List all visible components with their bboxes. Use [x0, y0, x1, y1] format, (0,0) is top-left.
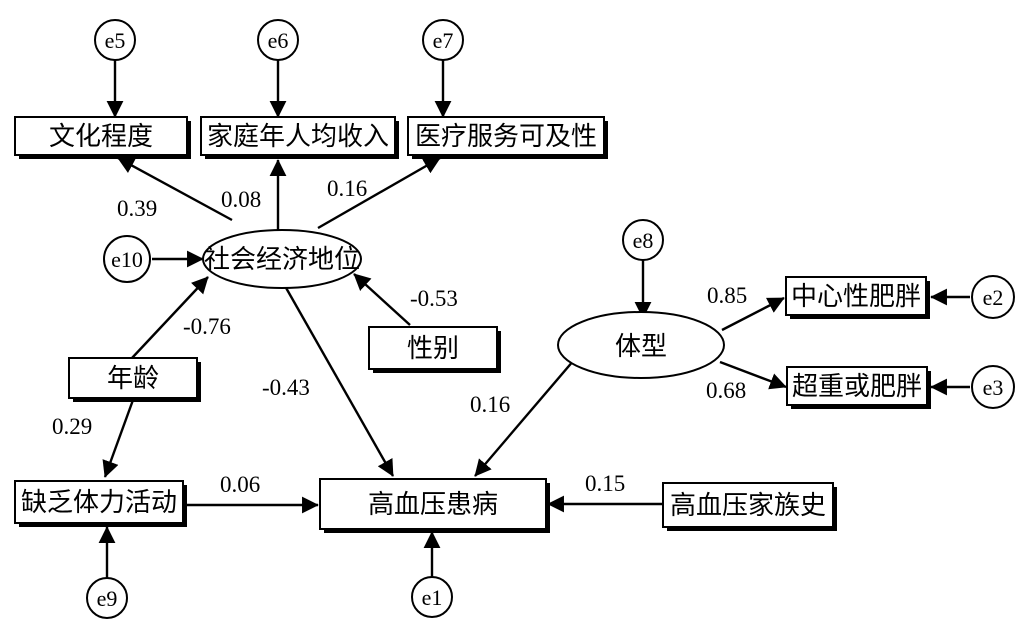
- error-terms: e5 e6 e7 e10 e8 e2 e3 e9: [86, 19, 1015, 619]
- error-e10-label: e10: [111, 247, 143, 272]
- edge-ses-education: [117, 156, 233, 222]
- observed-income-label: 家庭年人均收入: [207, 122, 389, 151]
- error-e9: e9: [86, 577, 128, 619]
- error-e2: e2: [971, 275, 1015, 319]
- error-e5-label: e5: [105, 28, 126, 53]
- edge-gender-ses: [353, 273, 411, 326]
- coef-family-history-hypertension: 0.15: [585, 471, 625, 496]
- edge-bodytype-overweight: [719, 360, 787, 390]
- coef-ses-income: 0.08: [221, 187, 261, 212]
- error-e7-label: e7: [433, 28, 454, 53]
- coef-gender-ses: -0.53: [410, 286, 458, 311]
- latent-body-type-label: 体型: [615, 332, 667, 361]
- observed-hypertension: 高血压患病: [319, 478, 550, 533]
- observed-overweight: 超重或肥胖: [786, 366, 931, 409]
- edges: [98, 60, 970, 580]
- observed-family-history: 高血压家族史: [662, 482, 837, 531]
- coef-ses-education: 0.39: [117, 196, 157, 221]
- coef-ses-hypertension: -0.43: [262, 375, 310, 400]
- error-e7: e7: [422, 19, 464, 61]
- edge-bodytype-central-obesity: [721, 296, 785, 332]
- error-e6: e6: [257, 19, 299, 61]
- edge-age-ses: [131, 276, 209, 359]
- observed-hypertension-label: 高血压患病: [368, 490, 498, 519]
- observed-inactivity-label: 缺乏体力活动: [21, 488, 177, 517]
- error-e8-label: e8: [633, 228, 654, 253]
- error-e1: e1: [411, 576, 453, 618]
- latent-ses: 社会经济地位: [202, 229, 362, 289]
- edge-age-inactivity: [102, 399, 135, 478]
- observed-age: 年龄: [68, 357, 201, 402]
- error-e9-label: e9: [97, 586, 118, 611]
- observed-education: 文化程度: [14, 116, 191, 159]
- observed-gender: 性别: [368, 326, 501, 373]
- coef-inactivity-hypertension: 0.06: [220, 472, 260, 497]
- observed-central-obesity: 中心性肥胖: [785, 276, 930, 319]
- latent-ses-label: 社会经济地位: [204, 245, 360, 274]
- edge-ses-hypertension: [283, 285, 395, 477]
- observed-education-label: 文化程度: [49, 122, 153, 151]
- edge-ses-access: [317, 156, 441, 230]
- error-e8: e8: [622, 219, 664, 261]
- error-e2-label: e2: [983, 285, 1004, 310]
- error-e5: e5: [94, 19, 136, 61]
- error-e3: e3: [971, 365, 1015, 409]
- coef-bodytype-central-obesity: 0.85: [707, 283, 747, 308]
- observed-gender-label: 性别: [407, 334, 459, 363]
- coef-bodytype-overweight: 0.68: [706, 378, 746, 403]
- error-e10: e10: [103, 235, 151, 283]
- latent-body-type: 体型: [557, 311, 725, 379]
- error-e1-label: e1: [422, 585, 443, 610]
- observed-inactivity: 缺乏体力活动: [14, 480, 187, 527]
- observed-access-label: 医疗服务可及性: [415, 122, 597, 151]
- observed-age-label: 年龄: [107, 364, 159, 393]
- observed-central-obesity-label: 中心性肥胖: [791, 282, 921, 311]
- coef-bodytype-hypertension: 0.16: [470, 392, 510, 417]
- error-e3-label: e3: [983, 375, 1004, 400]
- coef-ses-access: 0.16: [327, 176, 367, 201]
- error-e6-label: e6: [268, 28, 289, 53]
- edge-bodytype-hypertension: [474, 359, 575, 477]
- observed-family-history-label: 高血压家族史: [670, 491, 826, 520]
- observed-income: 家庭年人均收入: [200, 116, 399, 159]
- coef-age-ses: -0.76: [183, 314, 231, 339]
- observed-overweight-label: 超重或肥胖: [792, 372, 922, 401]
- coefficients: 0.39 0.08 0.16 -0.53 -0.76 -0.43 0.29 0.…: [52, 176, 747, 497]
- observed-access: 医疗服务可及性: [407, 116, 608, 159]
- coef-age-inactivity: 0.29: [52, 414, 92, 439]
